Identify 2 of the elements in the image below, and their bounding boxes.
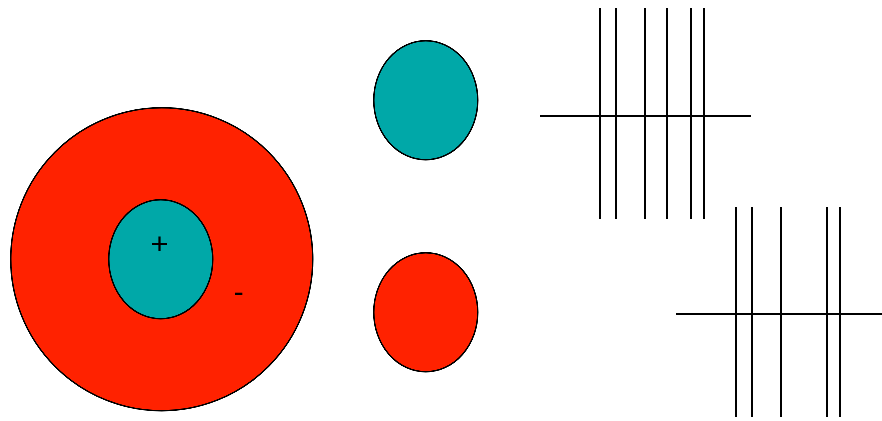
charge-sign: +: [151, 230, 169, 260]
charge-sign: -: [234, 278, 244, 308]
